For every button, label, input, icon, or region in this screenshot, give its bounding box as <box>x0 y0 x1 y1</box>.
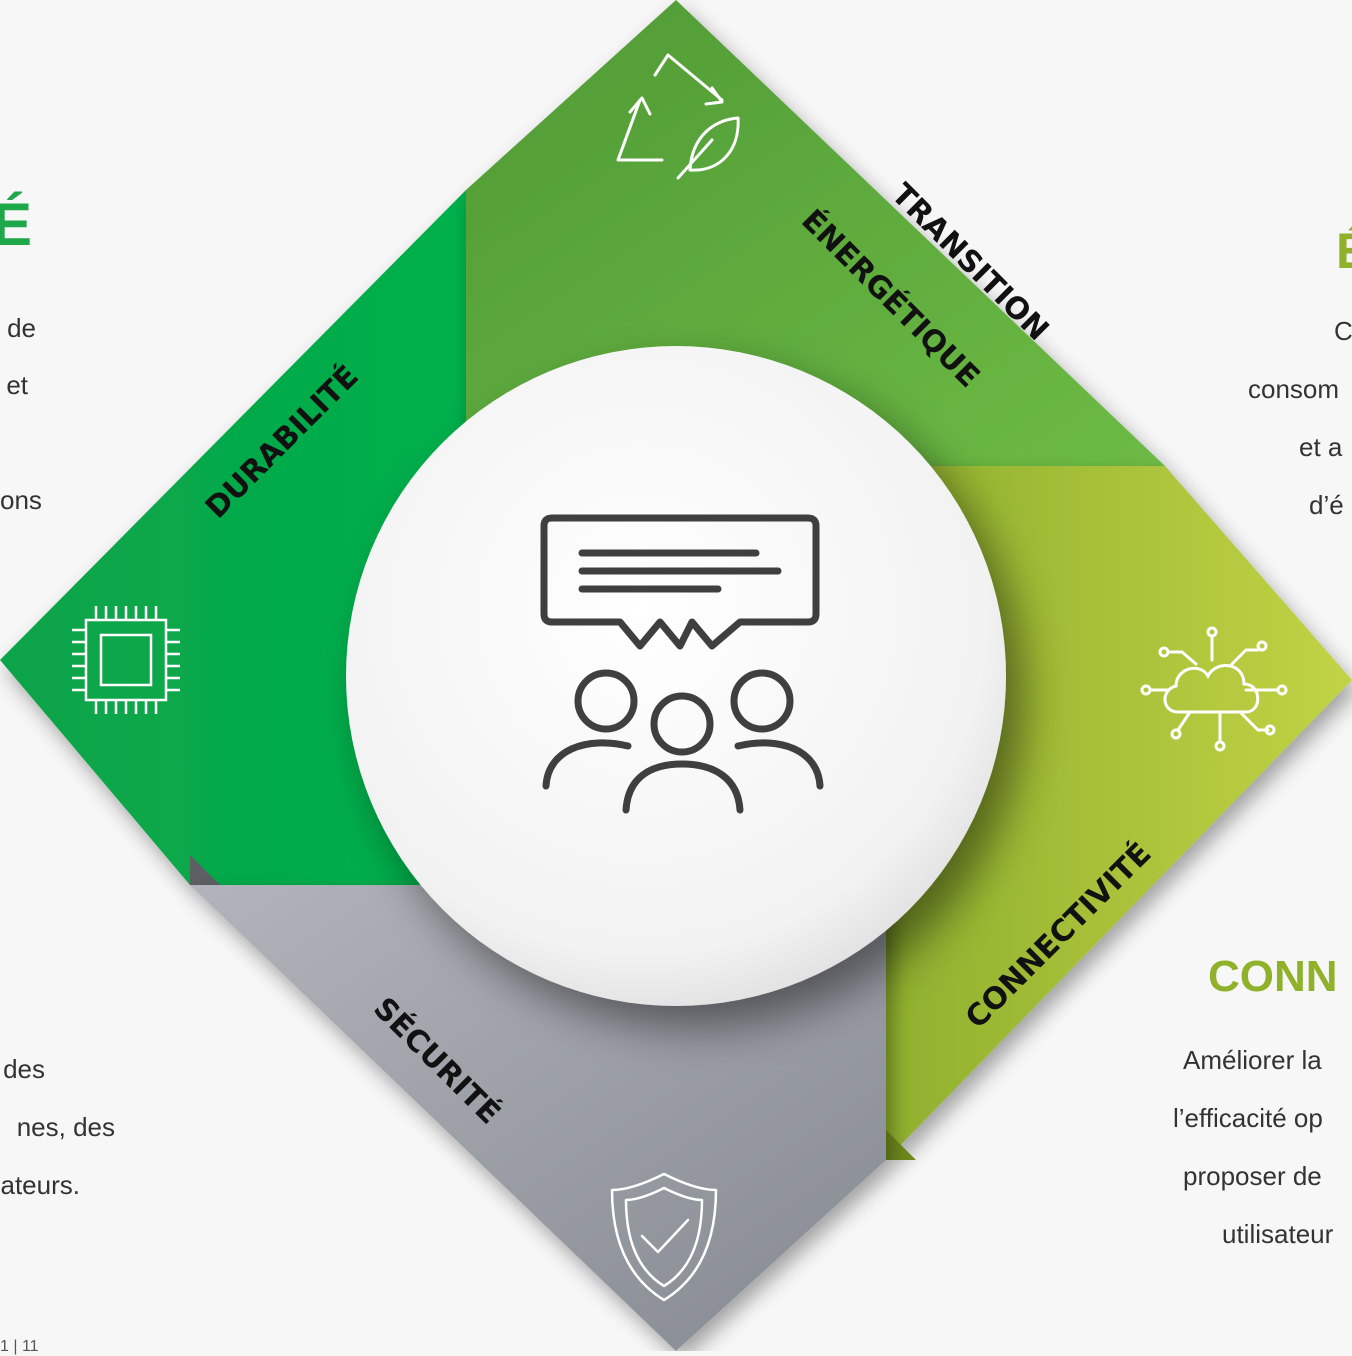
center-circle <box>346 346 1006 1006</box>
right-text-bottom-3: proposer de <box>1183 1161 1322 1191</box>
shield-check-icon <box>610 1172 718 1302</box>
right-text-bottom-4: utilisateur <box>1222 1219 1334 1249</box>
page-number: 1 | 11 <box>0 1338 39 1355</box>
right-text-top-4: d’é <box>1309 490 1344 520</box>
recycle-leaf-icon <box>616 53 740 180</box>
right-heading-bottom: CONN <box>1208 952 1338 1001</box>
right-text-bottom-2: l’efficacité op <box>1173 1103 1323 1133</box>
left-text-bottom-1: des <box>3 1054 45 1084</box>
right-text-top-1: C <box>1334 316 1352 346</box>
right-text-bottom-1: Améliorer la <box>1183 1045 1322 1075</box>
left-text-bottom-3: ateurs. <box>0 1170 81 1200</box>
left-text-top-1: de <box>7 313 36 343</box>
left-text-top-3: ons <box>0 485 42 515</box>
left-heading-fragment: É <box>0 191 33 258</box>
cloud-network-icon <box>1140 626 1288 752</box>
left-text-top-2: et <box>6 370 28 400</box>
left-text-bottom-2: nes, des <box>16 1112 115 1142</box>
right-text-top-2: consom <box>1248 374 1340 404</box>
right-heading-fragment: É <box>1336 222 1352 280</box>
team-discussion-icon <box>540 514 824 814</box>
microchip-icon <box>72 606 180 714</box>
right-text-top-3: et a <box>1299 432 1343 462</box>
